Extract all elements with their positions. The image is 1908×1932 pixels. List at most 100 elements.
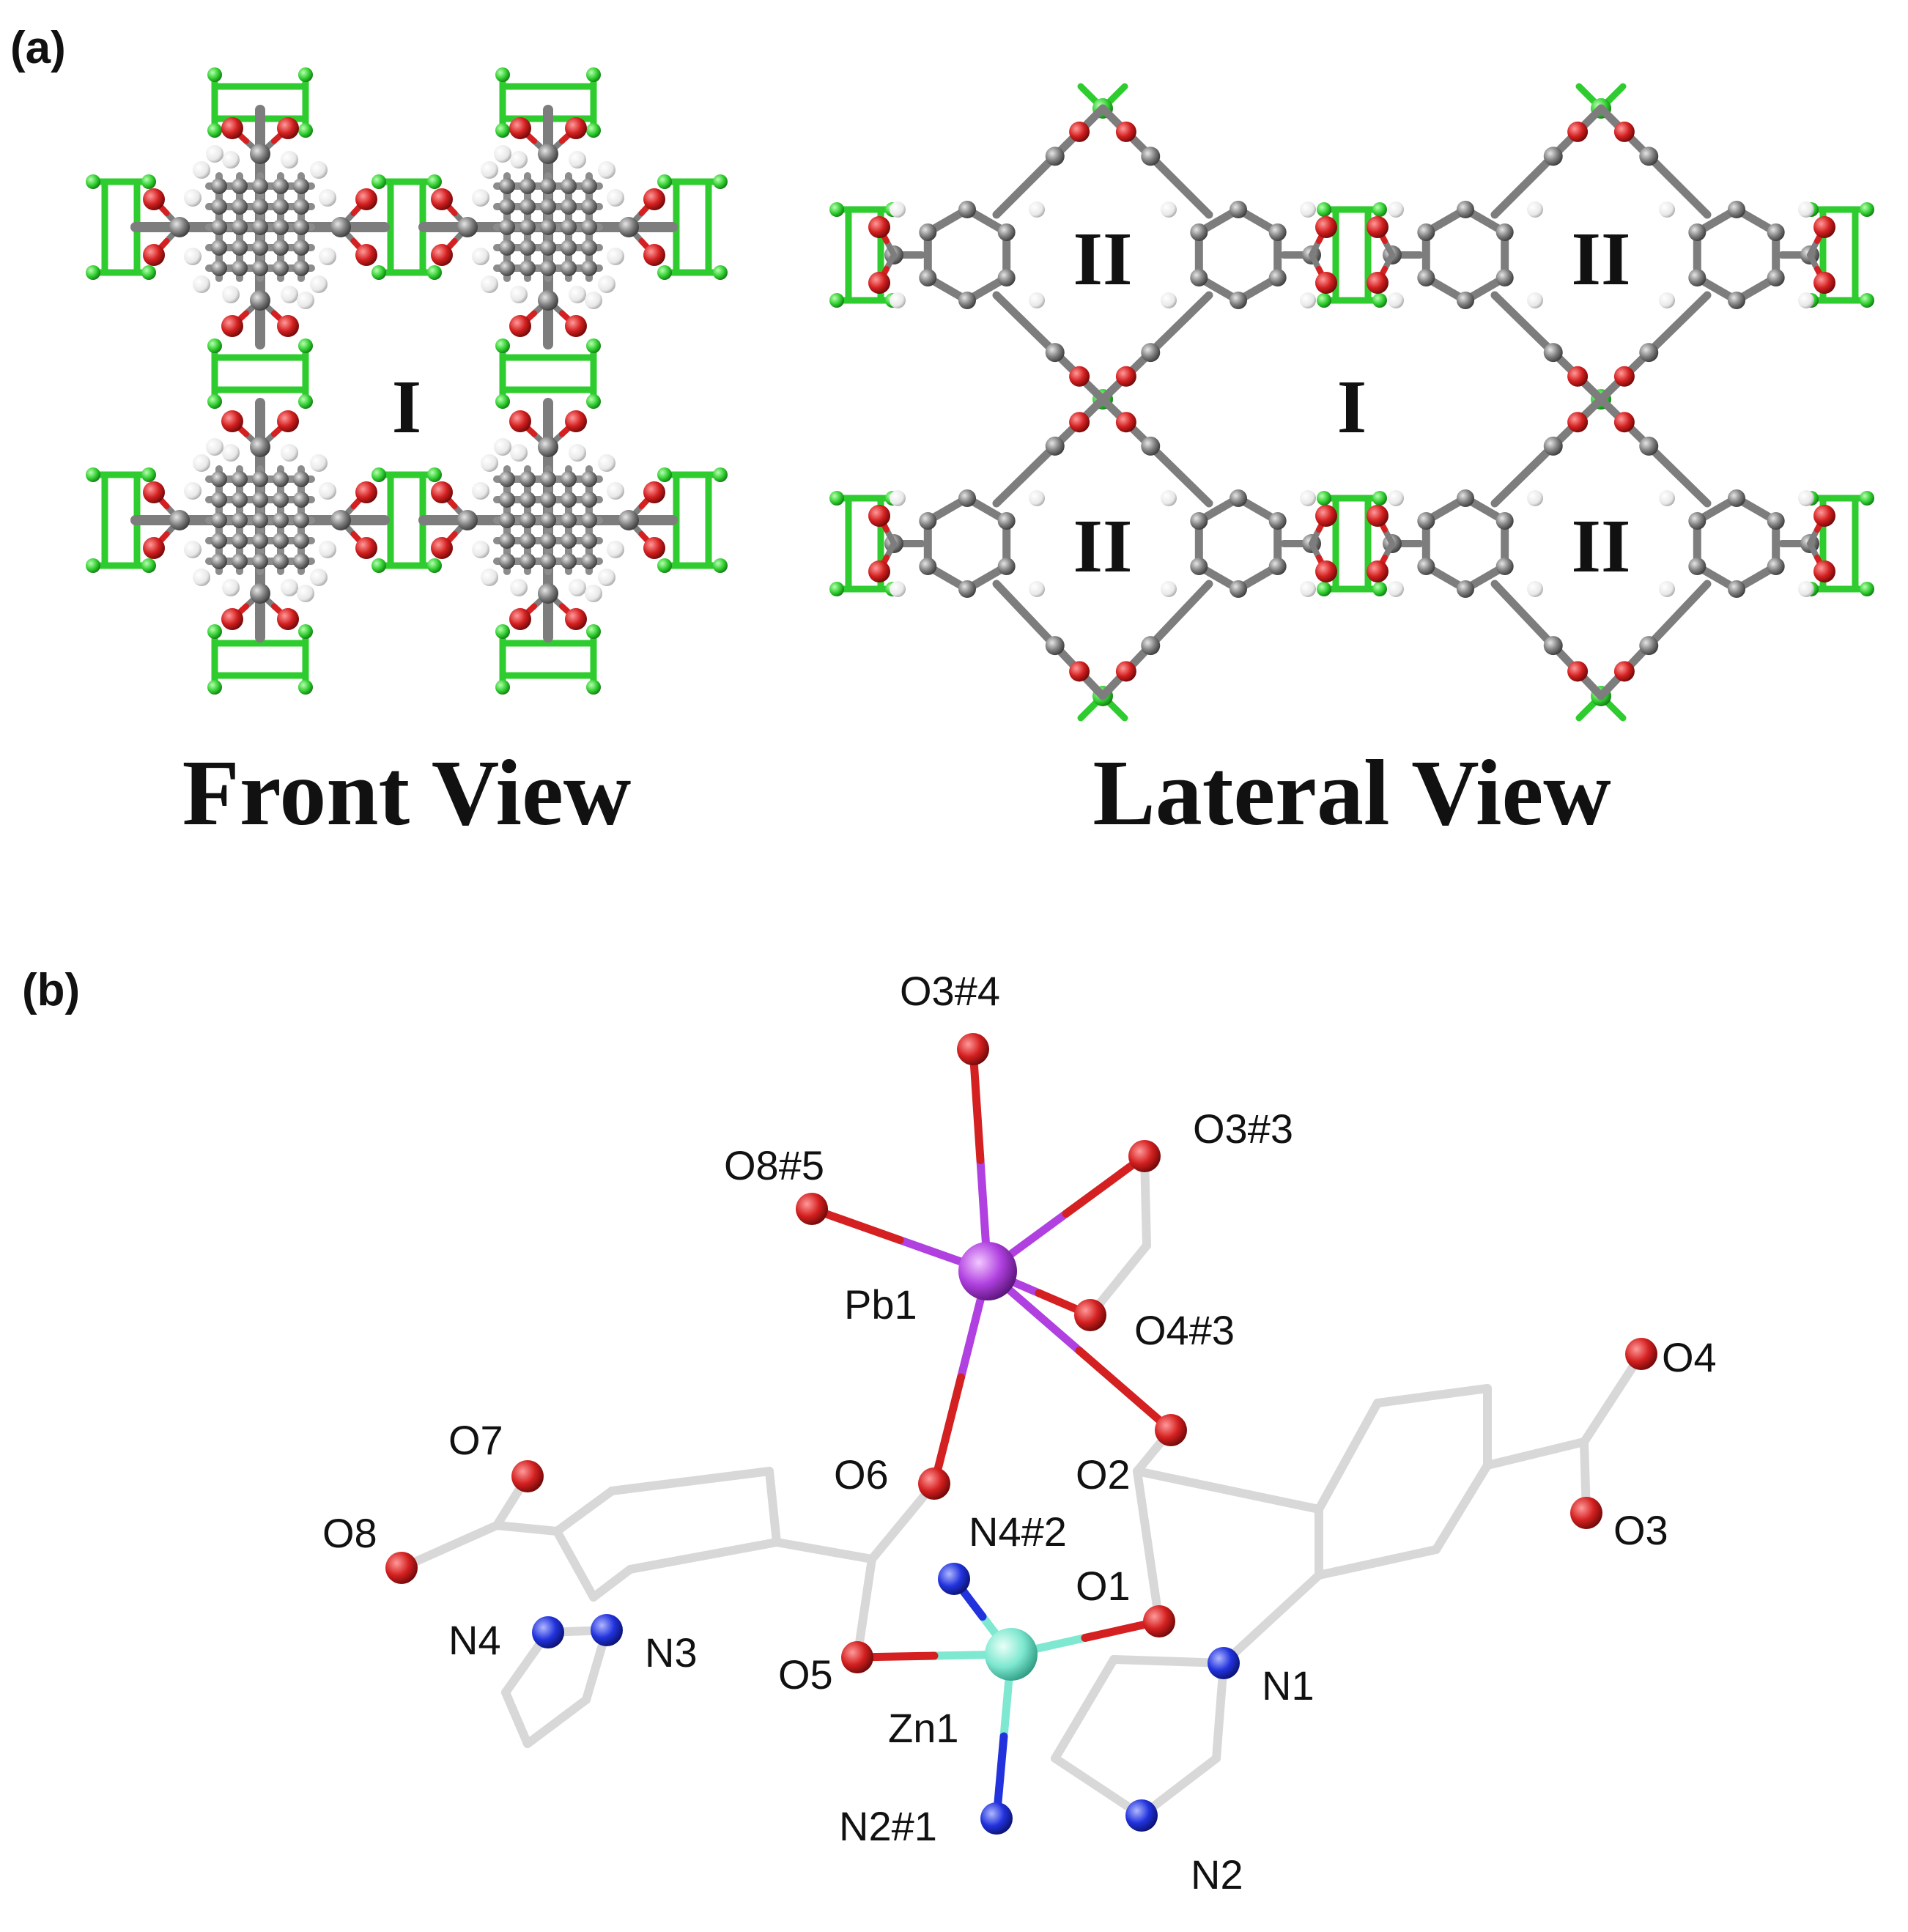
hydrogen-atom xyxy=(1527,581,1543,597)
metal-atom xyxy=(829,582,844,596)
metal-atom xyxy=(657,467,672,482)
hydrogen-atom xyxy=(472,189,489,207)
ligand-bond xyxy=(1133,1467,1164,1626)
grey-atom xyxy=(1457,201,1474,218)
grey-atom xyxy=(561,178,577,194)
hydrogen-atom xyxy=(1659,490,1675,506)
ligand-bond xyxy=(1314,1399,1382,1514)
ligand-bond xyxy=(1133,1467,1323,1514)
hydrogen-atom xyxy=(607,248,624,265)
metal-atom xyxy=(1372,491,1387,506)
red-atom xyxy=(565,410,587,432)
grey-atom xyxy=(499,492,515,508)
grey-atom xyxy=(519,260,536,276)
red-atom xyxy=(1115,661,1136,682)
ligand-bond xyxy=(765,1467,781,1547)
oxygen-atom xyxy=(796,1193,828,1225)
metal-atom xyxy=(207,680,222,695)
coordination-structure xyxy=(385,1033,1657,1835)
red-atom xyxy=(509,608,531,630)
red-atom xyxy=(1567,661,1589,682)
label-N4-2: N4#2 xyxy=(969,1509,1067,1555)
grey-atom xyxy=(1639,343,1659,363)
hydrogen-atom xyxy=(310,275,328,293)
hydrogen-atom xyxy=(193,275,210,293)
red-atom xyxy=(565,315,587,337)
grey-atom xyxy=(1230,489,1247,507)
hydrogen-atom xyxy=(598,454,615,472)
bond xyxy=(1075,1347,1175,1435)
nitrogen-atom xyxy=(532,1616,564,1648)
red-atom xyxy=(277,117,299,139)
red-atom xyxy=(355,537,377,559)
grey-atom xyxy=(1190,223,1208,241)
oxygen-atom xyxy=(957,1033,989,1065)
hydrogen-atom xyxy=(222,151,240,169)
hydrogen-atom xyxy=(510,444,528,462)
grey-atom xyxy=(1045,436,1065,456)
ligand-bond xyxy=(1219,1571,1323,1668)
grey-atom xyxy=(252,492,268,508)
grey-atom xyxy=(499,533,515,549)
grey-atom xyxy=(252,553,268,569)
grey-atom xyxy=(1728,489,1745,507)
label-O1: O1 xyxy=(1076,1563,1131,1609)
hydrogen-atom xyxy=(472,541,489,558)
lateral-pore-label-br: II xyxy=(1572,504,1631,588)
grey-atom xyxy=(273,260,289,276)
grey-atom xyxy=(540,199,556,215)
grey-atom xyxy=(519,219,536,235)
metal-atom xyxy=(1372,202,1387,217)
grey-atom xyxy=(273,471,289,487)
hydrogen-atom xyxy=(1029,292,1045,308)
grey-atom xyxy=(211,512,227,528)
ligand-bond xyxy=(868,1479,939,1563)
hydrogen-atom xyxy=(890,201,906,218)
bond xyxy=(969,1045,985,1164)
grey-atom xyxy=(1639,147,1659,166)
grey-atom xyxy=(519,492,536,508)
grey-atom xyxy=(252,219,268,235)
grey-atom xyxy=(457,510,478,530)
red-atom xyxy=(221,410,243,432)
red-atom xyxy=(1115,412,1136,433)
grey-atom xyxy=(519,471,536,487)
red-atom xyxy=(431,481,453,503)
hydrogen-atom xyxy=(1388,201,1404,218)
metal-atom xyxy=(1317,491,1331,506)
hydrogen-atom xyxy=(193,454,210,472)
grey-atom xyxy=(499,219,515,235)
metal-atom xyxy=(586,67,601,82)
red-atom xyxy=(277,410,299,432)
grey-atom xyxy=(581,240,597,256)
grey-atom xyxy=(1190,269,1208,286)
hydrogen-atom xyxy=(1798,292,1814,308)
grey-atom xyxy=(211,553,227,569)
grey-atom xyxy=(232,240,248,256)
hydrogen-atom xyxy=(281,444,298,462)
grey-atom xyxy=(1457,580,1474,598)
grey-atom xyxy=(499,240,515,256)
grey-atom xyxy=(561,512,577,528)
grey-atom xyxy=(1417,269,1435,286)
grey-atom xyxy=(499,471,515,487)
grey-atom xyxy=(273,492,289,508)
metal-atom xyxy=(371,467,386,482)
ligand-bond xyxy=(1483,1437,1589,1470)
grey-atom xyxy=(1457,292,1474,309)
red-atom xyxy=(143,244,165,266)
grey-atom xyxy=(958,201,976,218)
grey-atom xyxy=(540,219,556,235)
grey-atom xyxy=(540,533,556,549)
label-N2-1: N2#1 xyxy=(839,1803,937,1849)
grey-atom xyxy=(1639,636,1659,656)
red-atom xyxy=(221,117,243,139)
red-atom xyxy=(277,315,299,337)
lead-atom xyxy=(958,1242,1017,1300)
red-atom xyxy=(355,481,377,503)
hydrogen-atom xyxy=(319,189,336,207)
oxygen-atom xyxy=(1625,1338,1657,1370)
red-atom xyxy=(1069,412,1090,433)
red-atom xyxy=(565,117,587,139)
